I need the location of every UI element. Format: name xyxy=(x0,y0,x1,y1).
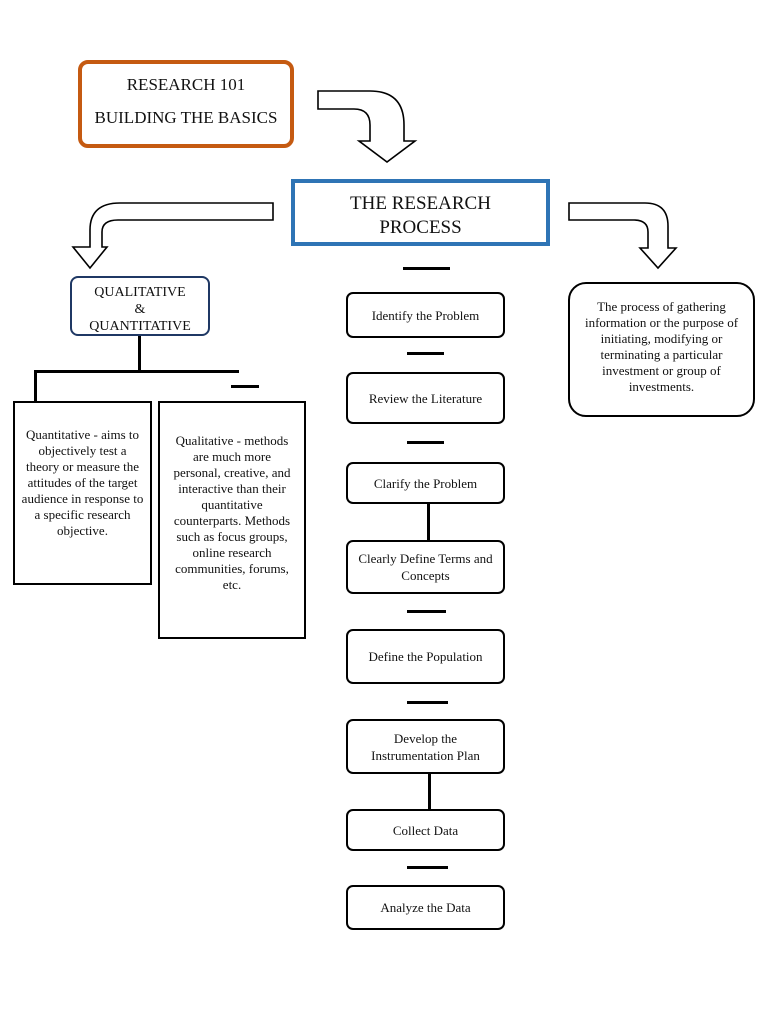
step-label: Clarify the Problem xyxy=(373,475,478,491)
definition-box: The process of gathering information or … xyxy=(568,282,755,417)
step-define-terms: Clearly Define Terms and Concepts xyxy=(346,540,505,594)
step-label: Identify the Problem xyxy=(371,307,480,323)
step-identify-problem: Identify the Problem xyxy=(346,292,505,338)
title-line-1: RESEARCH 101 xyxy=(126,75,246,94)
quantitative-text: Quantitative - aims to objectively test … xyxy=(21,427,144,538)
step-connector xyxy=(403,267,450,270)
qq-branch-right-tick xyxy=(231,385,259,388)
qq-line-2: & xyxy=(134,302,146,317)
qq-line-1: QUALITATIVE xyxy=(94,285,186,300)
step-label: Review the Literature xyxy=(368,390,483,406)
step-connector xyxy=(407,701,448,704)
process-title-line-1: THE RESEARCH xyxy=(350,193,491,214)
bent-arrow-process-to-qq xyxy=(71,202,274,270)
step-connector xyxy=(428,773,431,810)
step-label: Define the Population xyxy=(368,649,483,664)
qualitative-box: Qualitative - methods are much more pers… xyxy=(158,401,306,639)
qq-branch xyxy=(34,370,239,373)
step-connector xyxy=(407,352,444,355)
step-connector xyxy=(407,441,444,444)
research-process-box: THE RESEARCH PROCESS xyxy=(291,179,550,246)
qualitative-text: Qualitative - methods are much more pers… xyxy=(173,433,291,592)
step-connector xyxy=(407,610,446,613)
bent-arrow-process-to-definition xyxy=(568,202,678,270)
step-review-literature: Review the Literature xyxy=(346,372,505,424)
step-connector xyxy=(427,503,430,541)
step-clarify-problem: Clarify the Problem xyxy=(346,462,505,504)
qualitative-quantitative-box: QUALITATIVE & QUANTITATIVE xyxy=(70,276,210,336)
title-line-2: BUILDING THE BASICS xyxy=(94,108,278,127)
step-collect-data: Collect Data xyxy=(346,809,505,851)
step-connector xyxy=(407,866,448,869)
step-label: Develop the Instrumentation Plan xyxy=(371,730,480,763)
title-box: RESEARCH 101 BUILDING THE BASICS xyxy=(78,60,294,148)
step-label: Collect Data xyxy=(392,822,459,838)
qq-branch-left xyxy=(34,370,37,401)
step-analyze-data: Analyze the Data xyxy=(346,885,505,930)
step-label: Analyze the Data xyxy=(380,900,471,915)
qq-line-3: QUANTITATIVE xyxy=(89,319,191,334)
process-title-line-2: PROCESS xyxy=(379,217,462,238)
step-define-population: Define the Population xyxy=(346,629,505,684)
quantitative-box: Quantitative - aims to objectively test … xyxy=(13,401,152,585)
step-instrumentation-plan: Develop the Instrumentation Plan xyxy=(346,719,505,774)
bent-arrow-title-to-process xyxy=(317,90,418,163)
definition-text: The process of gathering information or … xyxy=(584,299,739,394)
qq-stem xyxy=(138,336,141,372)
step-label: Clearly Define Terms and Concepts xyxy=(358,551,493,583)
